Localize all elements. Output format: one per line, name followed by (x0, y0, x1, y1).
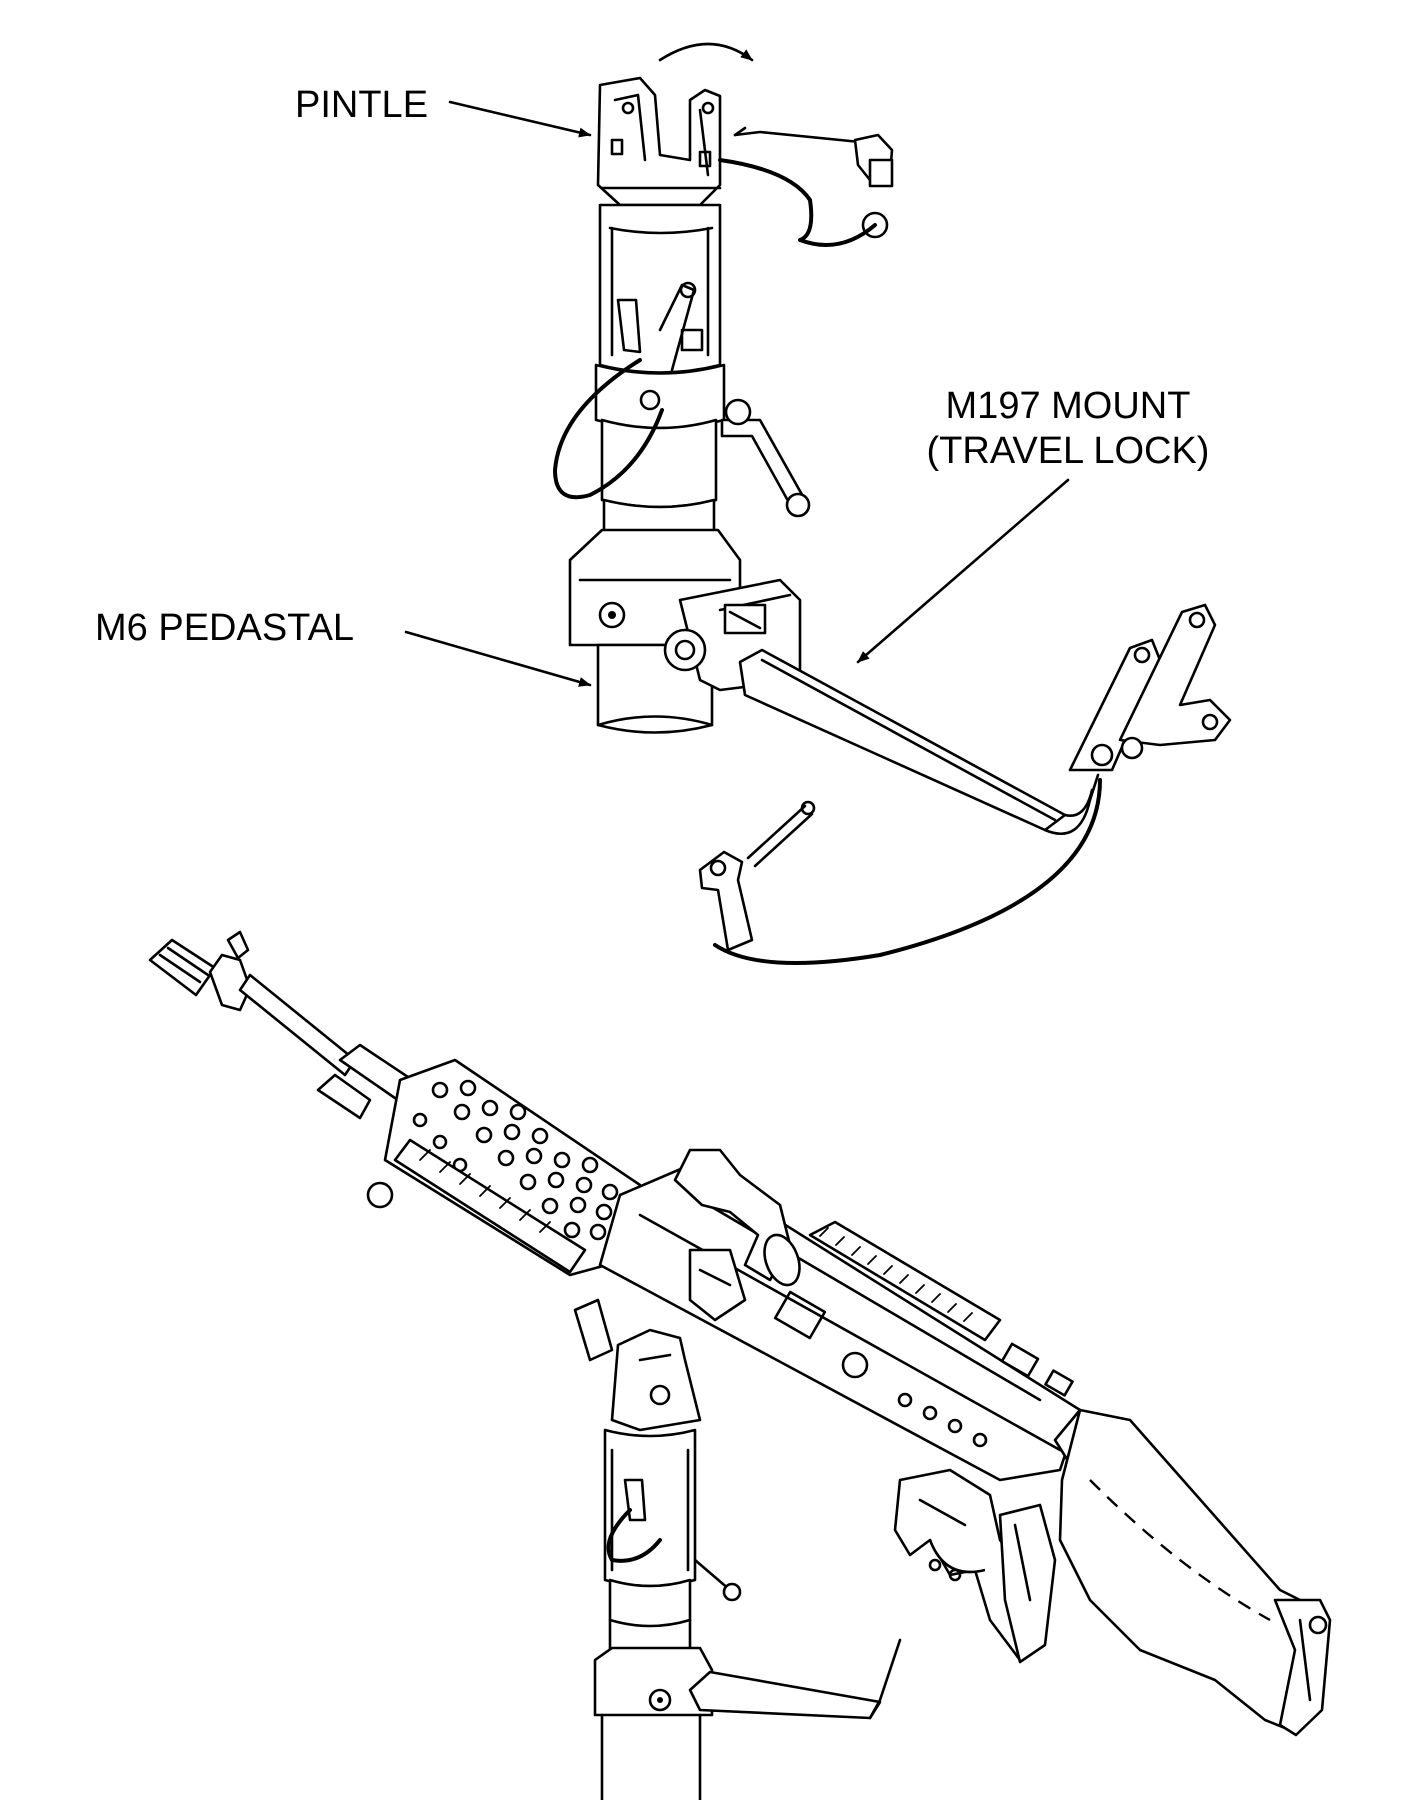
mount-label-line1: M197 MOUNT (946, 385, 1191, 427)
mount-label-line2: (TRAVEL LOCK) (927, 430, 1210, 472)
pintle-assembly (553, 42, 894, 734)
pintle-label: PINTLE (295, 84, 428, 126)
travel-lock-arm (698, 603, 1232, 965)
handguard-holes (412, 1079, 619, 1241)
mounted-gun-assembly (148, 930, 1332, 1800)
pedestal-label: M6 PEDASTAL (95, 607, 354, 649)
pintle-leader-arrow (448, 100, 592, 138)
pedestal-leader-arrow (404, 630, 592, 687)
rotation-arrow (658, 42, 754, 62)
mount-leader-arrow (856, 478, 1070, 664)
